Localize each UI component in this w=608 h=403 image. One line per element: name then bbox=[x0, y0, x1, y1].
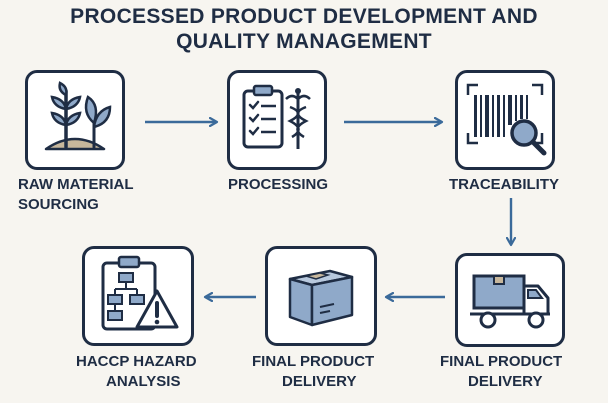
node-processing bbox=[227, 70, 327, 170]
label-haccp-hazard-analysis: HACCP HAZARD ANALYSIS bbox=[76, 353, 197, 390]
plant-sprout-icon bbox=[44, 81, 112, 151]
label-traceability: TRACEABILITY bbox=[449, 176, 559, 193]
hazard-flowchart-icon bbox=[101, 255, 179, 331]
delivery-truck-icon bbox=[470, 274, 550, 329]
label-final-product-delivery-truck: FINAL PRODUCT DELIVERY bbox=[440, 353, 563, 390]
label-final-product-delivery-box: FINAL PRODUCT DELIVERY bbox=[252, 353, 375, 390]
node-raw-material-sourcing bbox=[25, 70, 125, 170]
title-line-1: PROCESSED PRODUCT DEVELOPMENT AND bbox=[70, 5, 538, 28]
node-final-product-delivery-box bbox=[265, 246, 377, 346]
package-box-icon bbox=[288, 269, 354, 327]
node-haccp-hazard-analysis bbox=[82, 246, 194, 346]
barcode-magnifier-icon bbox=[466, 83, 547, 156]
node-final-product-delivery-truck bbox=[455, 253, 565, 347]
label-raw-material-sourcing: RAW MATERIAL SOURCING bbox=[18, 176, 134, 213]
clipboard-caduceus-icon bbox=[242, 84, 311, 149]
diagram-title: PROCESSED PRODUCT DEVELOPMENT AND QUALIT… bbox=[0, 4, 608, 54]
node-traceability bbox=[455, 70, 555, 170]
label-processing: PROCESSING bbox=[228, 176, 329, 193]
title-line-2: QUALITY MANAGEMENT bbox=[176, 30, 432, 53]
